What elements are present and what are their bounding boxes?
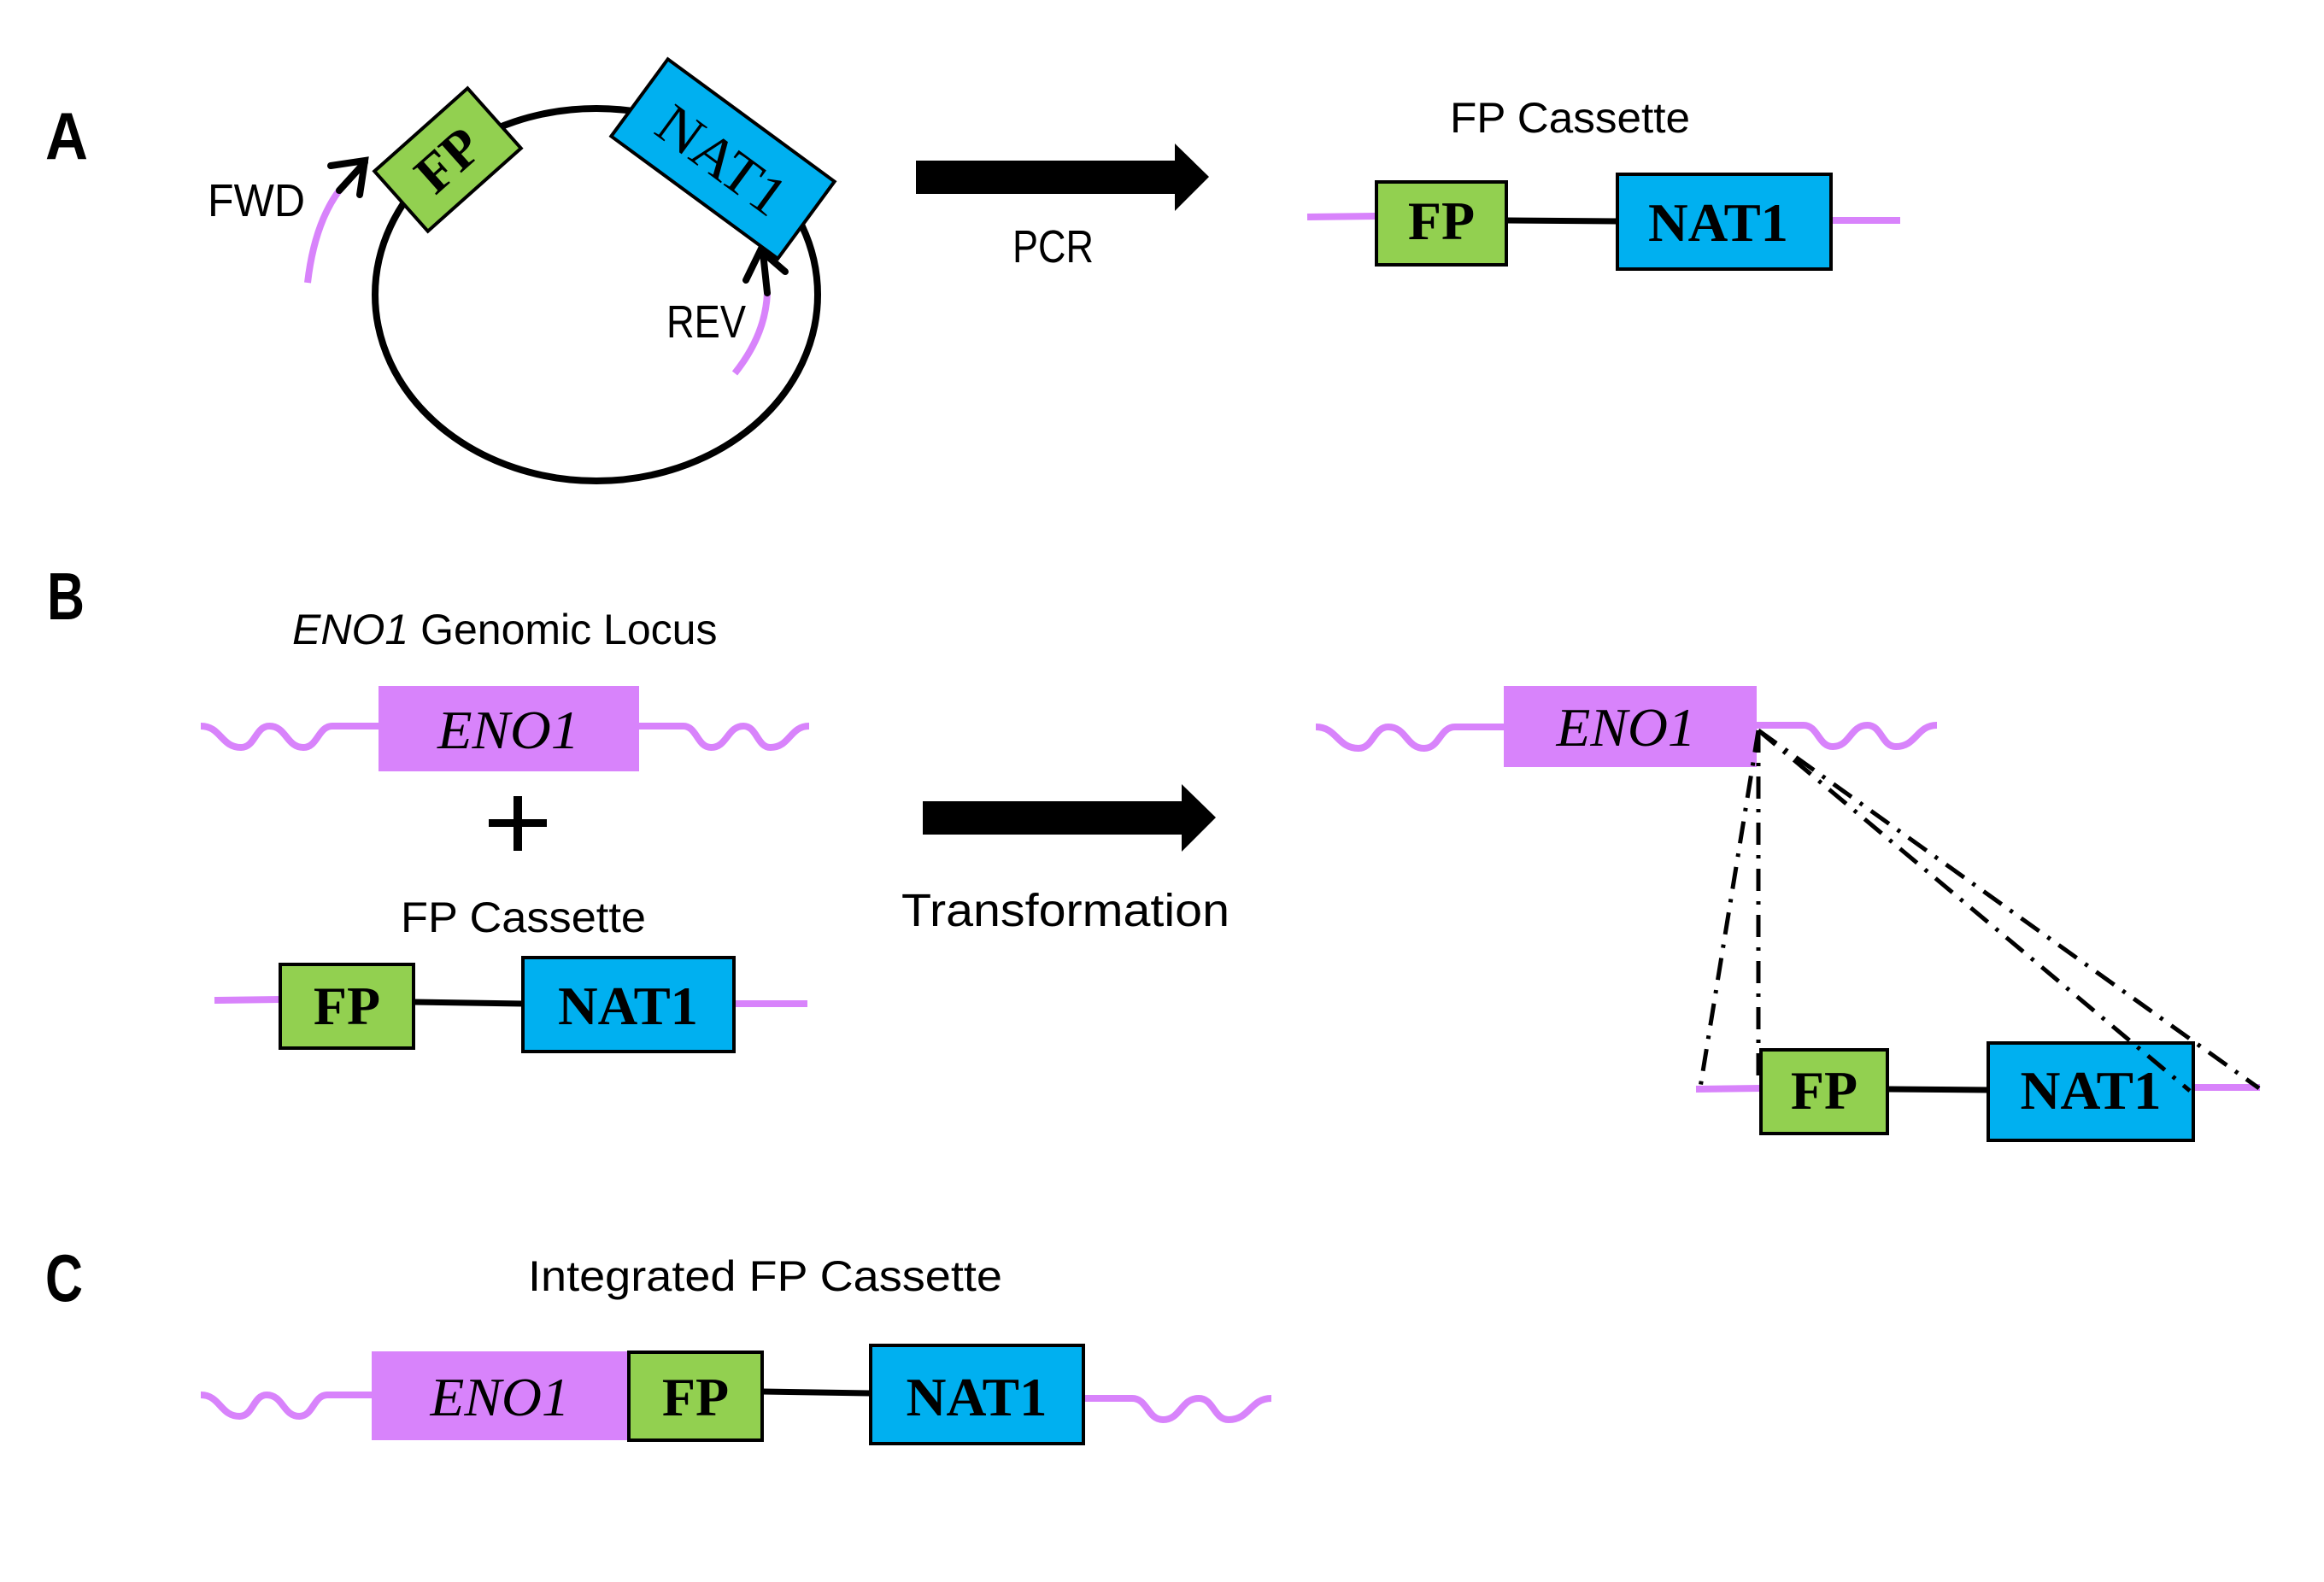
locus-left-flank-wave [200, 722, 379, 752]
pcr-arrow-icon [916, 144, 1209, 211]
locus-eno1-label: ENO1 [437, 700, 579, 760]
eno1-locus: ENO1 [200, 686, 810, 771]
integrated-right-flank-wave [1083, 1394, 1272, 1424]
integrated-nat1-box [869, 1344, 1085, 1445]
cassette-b-nat1-label: NAT1 [558, 976, 698, 1036]
rev-primer: REV [666, 244, 789, 376]
result-cassette-linker [1887, 1086, 1989, 1093]
result-cassette-fp-box [1759, 1048, 1889, 1135]
plus-icon [489, 796, 547, 851]
cassette-b-left-flank [214, 996, 281, 1004]
cassette-a-left-flank [1306, 213, 1377, 220]
cassette-a-fp-label: FP [1408, 190, 1475, 251]
homology-line-1 [1698, 729, 1761, 1088]
transformation-label: Transformation [901, 885, 1229, 936]
eno1-locus-title-gene: ENO1 [292, 606, 408, 653]
cassette-b-nat1-box [521, 956, 736, 1053]
fp-cassette-a: FP NAT1 [1306, 173, 1900, 271]
result-eno1-box [1504, 686, 1757, 767]
homology-line-4 [1757, 728, 2261, 1091]
fp-cassette-title-a: FP Cassette [1450, 94, 1690, 142]
cassette-a-fp-box [1375, 180, 1508, 267]
locus-right-flank-wave [639, 722, 810, 752]
panel-c-letter: C [45, 1240, 83, 1315]
fp-cassette-b: FP NAT1 [214, 956, 807, 1053]
panel-a: A FWD REV FP NAT1 PCR [45, 56, 1900, 484]
result-cassette-left-flank [1695, 1085, 1762, 1093]
panel-b-letter: B [47, 559, 85, 634]
rev-primer-arrow-shaft [760, 249, 771, 296]
fwd-primer-label: FWD [208, 175, 305, 226]
panel-b: B ENO1 Genomic Locus ENO1 FP Cassette FP… [47, 559, 2261, 1142]
plus-vertical-bar [514, 796, 522, 851]
fwd-arrow-head-icon [327, 156, 369, 198]
result-right-flank-wave [1757, 721, 1938, 751]
integrated-construct: ENO1 FP NAT1 [200, 1344, 1272, 1445]
integrated-eno1-box [372, 1351, 629, 1440]
integrated-linker [761, 1388, 872, 1397]
fwd-primer: FWD [208, 156, 369, 284]
integrated-fp-label: FP [662, 1367, 729, 1427]
plasmid-fp-rect [372, 85, 524, 234]
plasmid-circle [372, 105, 821, 484]
result-left-flank-wave [1315, 723, 1504, 753]
rev-arrow-head-icon [742, 244, 789, 284]
result-cassette-nat1-box [1987, 1041, 2195, 1142]
eno1-locus-title-rest: Genomic Locus [408, 606, 717, 653]
integrated-nat1-label: NAT1 [907, 1367, 1048, 1427]
plasmid-nat1-rect [608, 56, 837, 261]
result-cassette-nat1-label: NAT1 [2021, 1060, 2162, 1121]
cassette-b-fp-label: FP [314, 976, 380, 1036]
panel-a-letter: A [45, 98, 88, 173]
fwd-primer-arc [304, 188, 343, 284]
pcr-label: PCR [1012, 221, 1094, 272]
cassette-a-linker [1505, 217, 1618, 225]
locus-eno1-box [379, 686, 639, 771]
integrated-fp-box [627, 1351, 764, 1442]
homology-line-3 [1757, 729, 2192, 1093]
integrated-eno1-label: ENO1 [429, 1367, 569, 1427]
cassette-b-fp-box [279, 963, 415, 1050]
rev-primer-label: REV [666, 296, 746, 348]
result-eno1-label: ENO1 [1555, 697, 1695, 758]
panel-c: C Integrated FP Cassette ENO1 FP NAT1 [45, 1240, 1272, 1445]
integrated-cassette-title: Integrated FP Cassette [528, 1252, 1002, 1300]
cassette-a-nat1-label: NAT1 [1648, 192, 1788, 253]
cassette-b-linker [413, 999, 524, 1007]
eno1-locus-title: ENO1 Genomic Locus [292, 606, 717, 653]
rev-primer-arc [731, 292, 771, 376]
cassette-a-nat1-box [1616, 173, 1833, 271]
fp-cassette-title-b: FP Cassette [401, 894, 646, 941]
integrated-left-flank-wave [200, 1391, 372, 1421]
result-cassette-fp-label: FP [1791, 1060, 1857, 1121]
transformation-arrow-icon [923, 784, 1216, 852]
recombination-result: ENO1 FP NAT1 [1315, 686, 2261, 1142]
